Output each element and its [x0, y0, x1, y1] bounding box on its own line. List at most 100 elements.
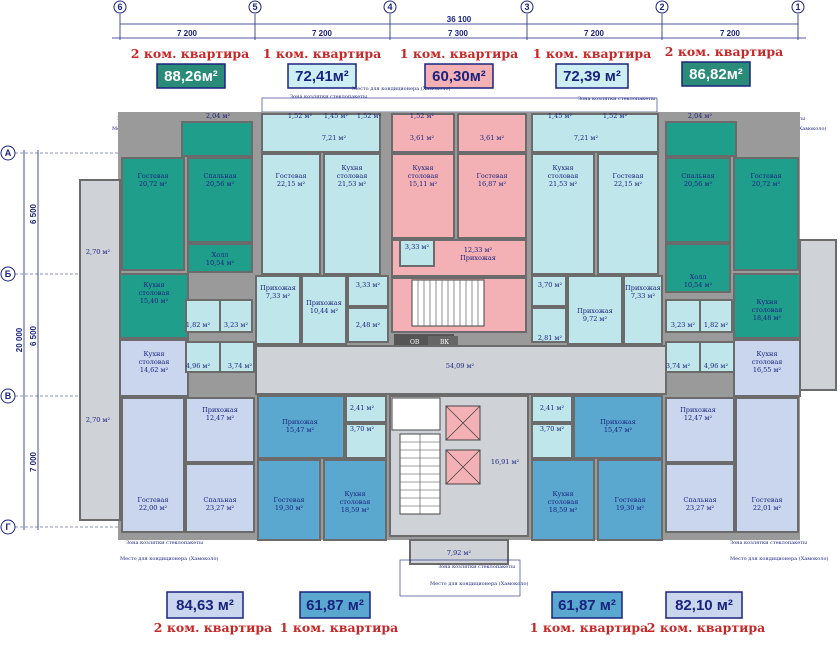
small-area: 2,41 м² — [350, 404, 375, 412]
span-dimension: 7 200 — [177, 29, 198, 38]
bathroom — [665, 299, 701, 333]
axis-label: 3 — [524, 2, 529, 12]
room — [391, 113, 455, 153]
room — [323, 153, 381, 275]
room-name: Гостевая — [276, 172, 307, 180]
left-loggia — [79, 179, 121, 521]
room-name: Прихожая — [460, 254, 496, 262]
small-area: 1,45 м² — [324, 112, 349, 120]
room-area: 22,15 м² — [277, 180, 306, 188]
span-dimension: 7 200 — [720, 29, 741, 38]
room — [597, 459, 663, 541]
room-area: 20,72 м² — [752, 180, 781, 188]
room-area: 12,47 м² — [684, 414, 713, 422]
small-area: 3,70 м² — [538, 281, 563, 289]
span-dimension: 7 200 — [584, 29, 605, 38]
small-area: 1,82 м² — [186, 321, 211, 329]
axis-label: 1 — [795, 2, 800, 12]
axis-label: 5 — [252, 2, 257, 12]
room-name: Кухня — [144, 350, 165, 358]
small-area: 3,61 м² — [480, 134, 505, 142]
room-name: Кухня — [553, 164, 574, 172]
room-name: Прихожая — [625, 284, 661, 292]
bathroom — [219, 341, 255, 373]
bathroom — [185, 299, 221, 333]
small-area: 2,41 м² — [540, 404, 565, 412]
apartment-area: 84,63 м² — [176, 597, 234, 614]
corridor-area: 54,09 м² — [446, 362, 475, 370]
left-dimension: 7 000 — [29, 451, 38, 472]
top-apartment-headers: 2 ком. квартира 88,26м² 1 ком. квартира … — [131, 44, 783, 89]
note: Место для кондиционера (Хамоколо) — [120, 555, 218, 562]
room-name: столовая — [408, 172, 439, 180]
note: Место для кондиционера (Хамоколо) — [430, 580, 528, 587]
room-name: Прихожая — [680, 406, 716, 414]
apartment-area-box — [287, 63, 357, 89]
room — [567, 275, 623, 345]
room-name: Кухня — [144, 281, 165, 289]
note: Зона козлятки стеклопакеты — [578, 96, 655, 102]
room-area: 7,33 м² — [266, 292, 291, 300]
note: Место для кондиционера (Хамоколо) — [352, 85, 450, 92]
room-name: Кухня — [757, 350, 778, 358]
small-area: 2,70 м² — [86, 248, 111, 256]
room — [665, 463, 735, 533]
small-area: 1,52 м² — [410, 112, 435, 120]
axis-label: А — [5, 148, 12, 158]
span-dimension: 7 200 — [312, 29, 333, 38]
room-name: Гостевая — [274, 496, 305, 504]
apartment-area: 60,30м² — [432, 68, 486, 85]
room-area: 10,54 м² — [206, 259, 235, 267]
room-area: 20,56 м² — [684, 180, 713, 188]
apartment-area: 82,10 м² — [675, 597, 733, 614]
bathroom — [219, 299, 253, 333]
apartment-area: 72,39 м² — [563, 68, 621, 85]
room-name: Гостевая — [613, 172, 644, 180]
apartment-area-box — [424, 63, 494, 89]
bathroom — [399, 239, 435, 267]
room-name: Гостевая — [138, 172, 169, 180]
room — [261, 113, 381, 153]
room-name: столовая — [752, 306, 783, 314]
hall-area: 16,91 м² — [491, 458, 520, 466]
small-area: 3,70 м² — [540, 425, 565, 433]
note: Зона козлятки стеклопакеты — [438, 564, 515, 570]
small-area: 3,33 м² — [405, 243, 430, 251]
room-name: столовая — [548, 172, 579, 180]
apartment-type: 1 ком. квартира — [530, 620, 648, 635]
bathroom — [531, 275, 567, 307]
room — [733, 157, 799, 271]
note: Зона козлятки стеклопакеты — [730, 540, 807, 546]
room — [119, 273, 189, 339]
room-area: 21,53 м² — [338, 180, 367, 188]
room-area: 16,55 м² — [753, 366, 782, 374]
shaft-label: ОВ — [410, 339, 420, 346]
room-area: 20,56 м² — [206, 180, 235, 188]
room-name: Прихожая — [282, 418, 318, 426]
apartment-area: 88,26м² — [164, 68, 218, 85]
vestibule-area: 7,92 м² — [447, 549, 472, 557]
room-area: 15,11 м² — [409, 180, 438, 188]
room-name: столовая — [340, 498, 371, 506]
room-name: Гостевая — [751, 172, 782, 180]
small-area: 1,45 м² — [548, 112, 573, 120]
room — [257, 459, 321, 541]
room-name: Кухня — [345, 490, 366, 498]
room-area: 9,72 м² — [583, 315, 608, 323]
room-name: Прихожая — [260, 284, 296, 292]
apartment-type: 2 ком. квартира — [131, 46, 249, 61]
axis-label: Б — [5, 269, 12, 279]
room — [597, 153, 659, 275]
right-loggia — [799, 239, 837, 391]
room — [301, 275, 347, 345]
room — [181, 121, 253, 157]
axis-label: В — [5, 391, 12, 401]
small-area: 3,74 м² — [666, 362, 691, 370]
room-name: Холл — [690, 273, 707, 281]
small-area: 7,21 м² — [574, 134, 599, 142]
room — [187, 157, 253, 243]
axis-label: Г — [5, 522, 10, 532]
apartment-area: 72,41м² — [295, 68, 349, 85]
room — [121, 397, 185, 533]
